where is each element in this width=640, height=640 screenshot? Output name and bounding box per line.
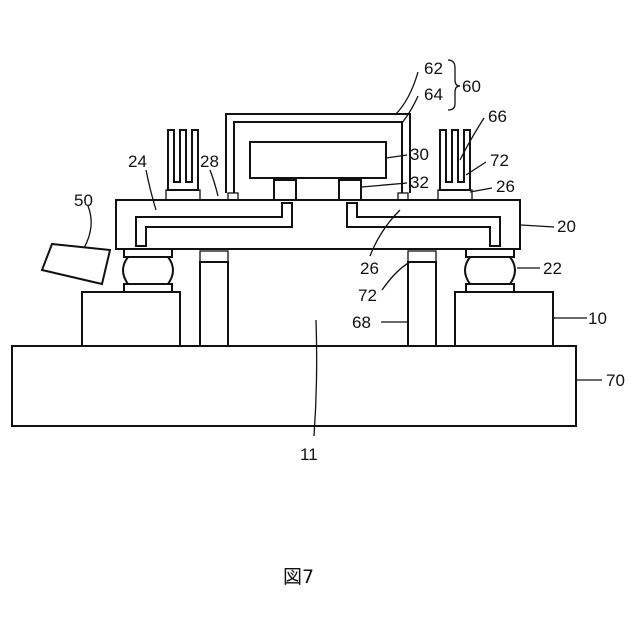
cap-62-outer xyxy=(226,114,410,193)
label-11: 11 xyxy=(300,445,318,464)
brace-60 xyxy=(448,60,460,110)
base-plate-70 xyxy=(12,346,576,426)
label-24: 24 xyxy=(128,152,147,171)
label-66: 66 xyxy=(488,107,507,126)
label-26-bottom: 26 xyxy=(360,259,379,278)
label-50: 50 xyxy=(74,191,93,210)
chip-30 xyxy=(250,142,386,178)
label-26-top: 26 xyxy=(496,177,515,196)
bond-layer-72-right xyxy=(408,251,436,262)
label-32: 32 xyxy=(410,173,429,192)
bond-layer-72-left xyxy=(200,251,228,262)
leader-lines xyxy=(84,72,602,436)
bump-22-left xyxy=(123,249,173,292)
label-28: 28 xyxy=(200,152,219,171)
wiring-24-right xyxy=(347,203,500,246)
wiring-24-left xyxy=(136,203,292,246)
substrate-block-10-left xyxy=(82,292,180,346)
chip-bump-32-left xyxy=(274,180,296,200)
substrate-block-10-right xyxy=(455,292,553,346)
tilted-block-50 xyxy=(42,244,110,284)
pad-28-right xyxy=(398,193,408,200)
label-62: 62 xyxy=(424,59,443,78)
label-72-top: 72 xyxy=(490,151,509,170)
comb-66-right xyxy=(438,130,472,200)
chip-bump-32-right xyxy=(339,180,361,200)
pillar-68-right xyxy=(408,262,436,346)
label-64: 64 xyxy=(424,85,443,104)
wiring-board-20 xyxy=(116,200,520,249)
pillar-68-left xyxy=(200,262,228,346)
label-70: 70 xyxy=(606,371,625,390)
pad-28 xyxy=(228,193,238,200)
cap-64-inner xyxy=(234,122,402,193)
label-20: 20 xyxy=(557,217,576,236)
label-72-bottom: 72 xyxy=(358,286,377,305)
label-22: 22 xyxy=(543,259,562,278)
figure-caption: 図7 xyxy=(283,566,314,588)
label-10: 10 xyxy=(588,309,607,328)
comb-66-left xyxy=(166,130,200,200)
label-68: 68 xyxy=(352,313,371,332)
bump-22-right xyxy=(465,249,515,292)
label-30: 30 xyxy=(410,145,429,164)
label-60: 60 xyxy=(462,77,481,96)
